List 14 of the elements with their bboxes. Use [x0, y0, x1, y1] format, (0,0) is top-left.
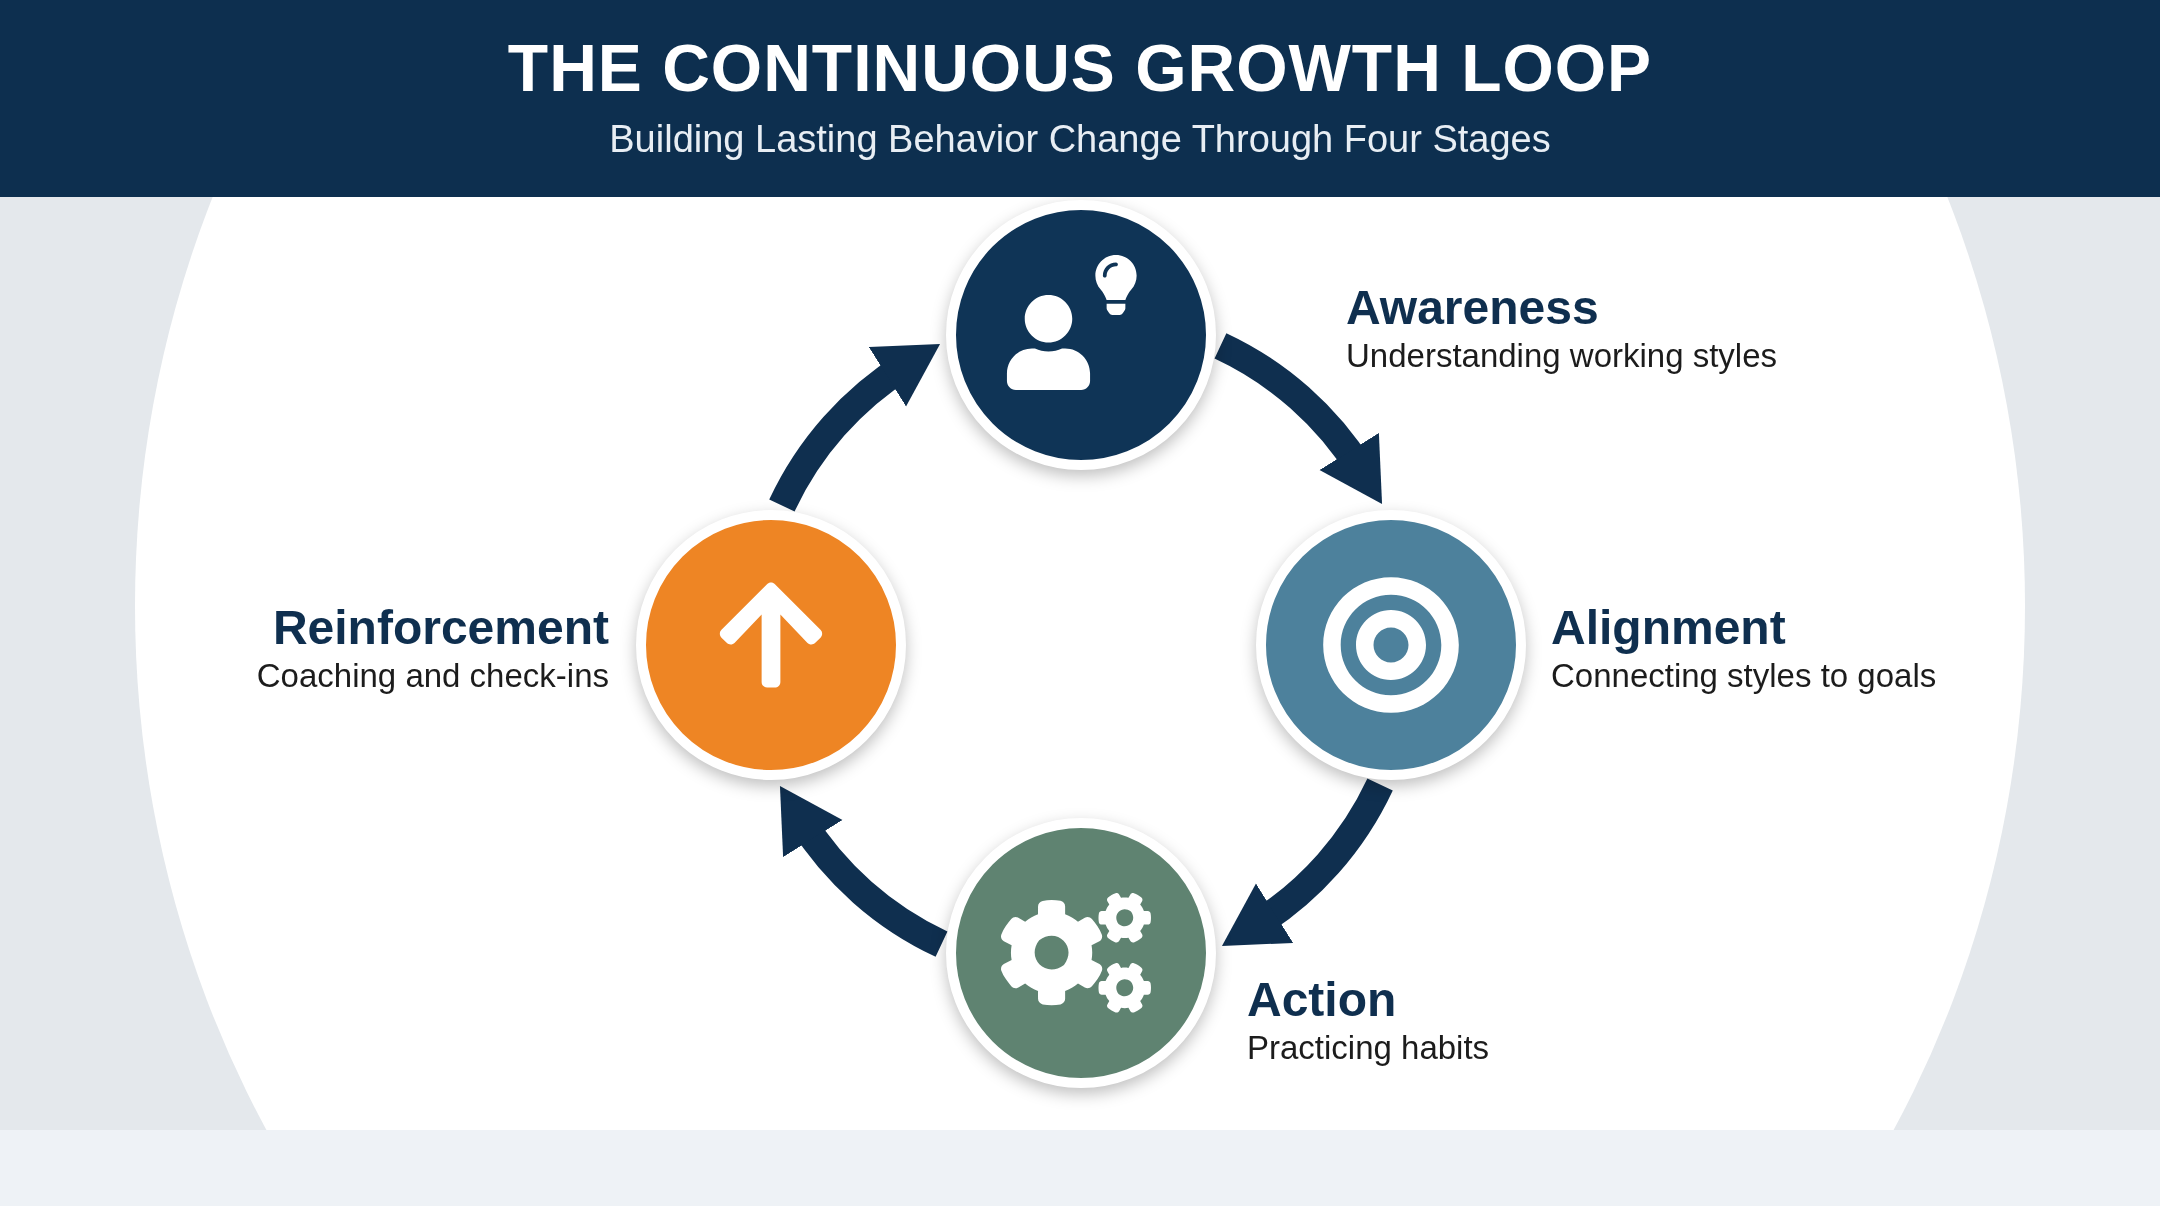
cycle-arrow	[1213, 333, 1384, 503]
stage-title: Alignment	[1551, 600, 1787, 656]
stage-description: Understanding working styles	[1346, 336, 1778, 377]
title: THE CONTINUOUS GROWTH LOOP	[506, 30, 1654, 106]
stage-description: Connecting styles to goals	[1551, 656, 1937, 697]
stage-description: Coaching and check-ins	[256, 656, 609, 697]
cycle-arrow	[778, 787, 949, 957]
stage-title: Action	[1247, 972, 1398, 1028]
stage-title: Awareness	[1346, 280, 1600, 336]
subtitle: Building Lasting Behavior Change Through Four Stages	[608, 118, 1552, 161]
stage-title: Reinforcement	[271, 600, 609, 656]
stage-description: Practicing habits	[1247, 1028, 1490, 1069]
cycle-arrow	[1223, 777, 1393, 948]
cycle-arrow	[769, 342, 939, 513]
